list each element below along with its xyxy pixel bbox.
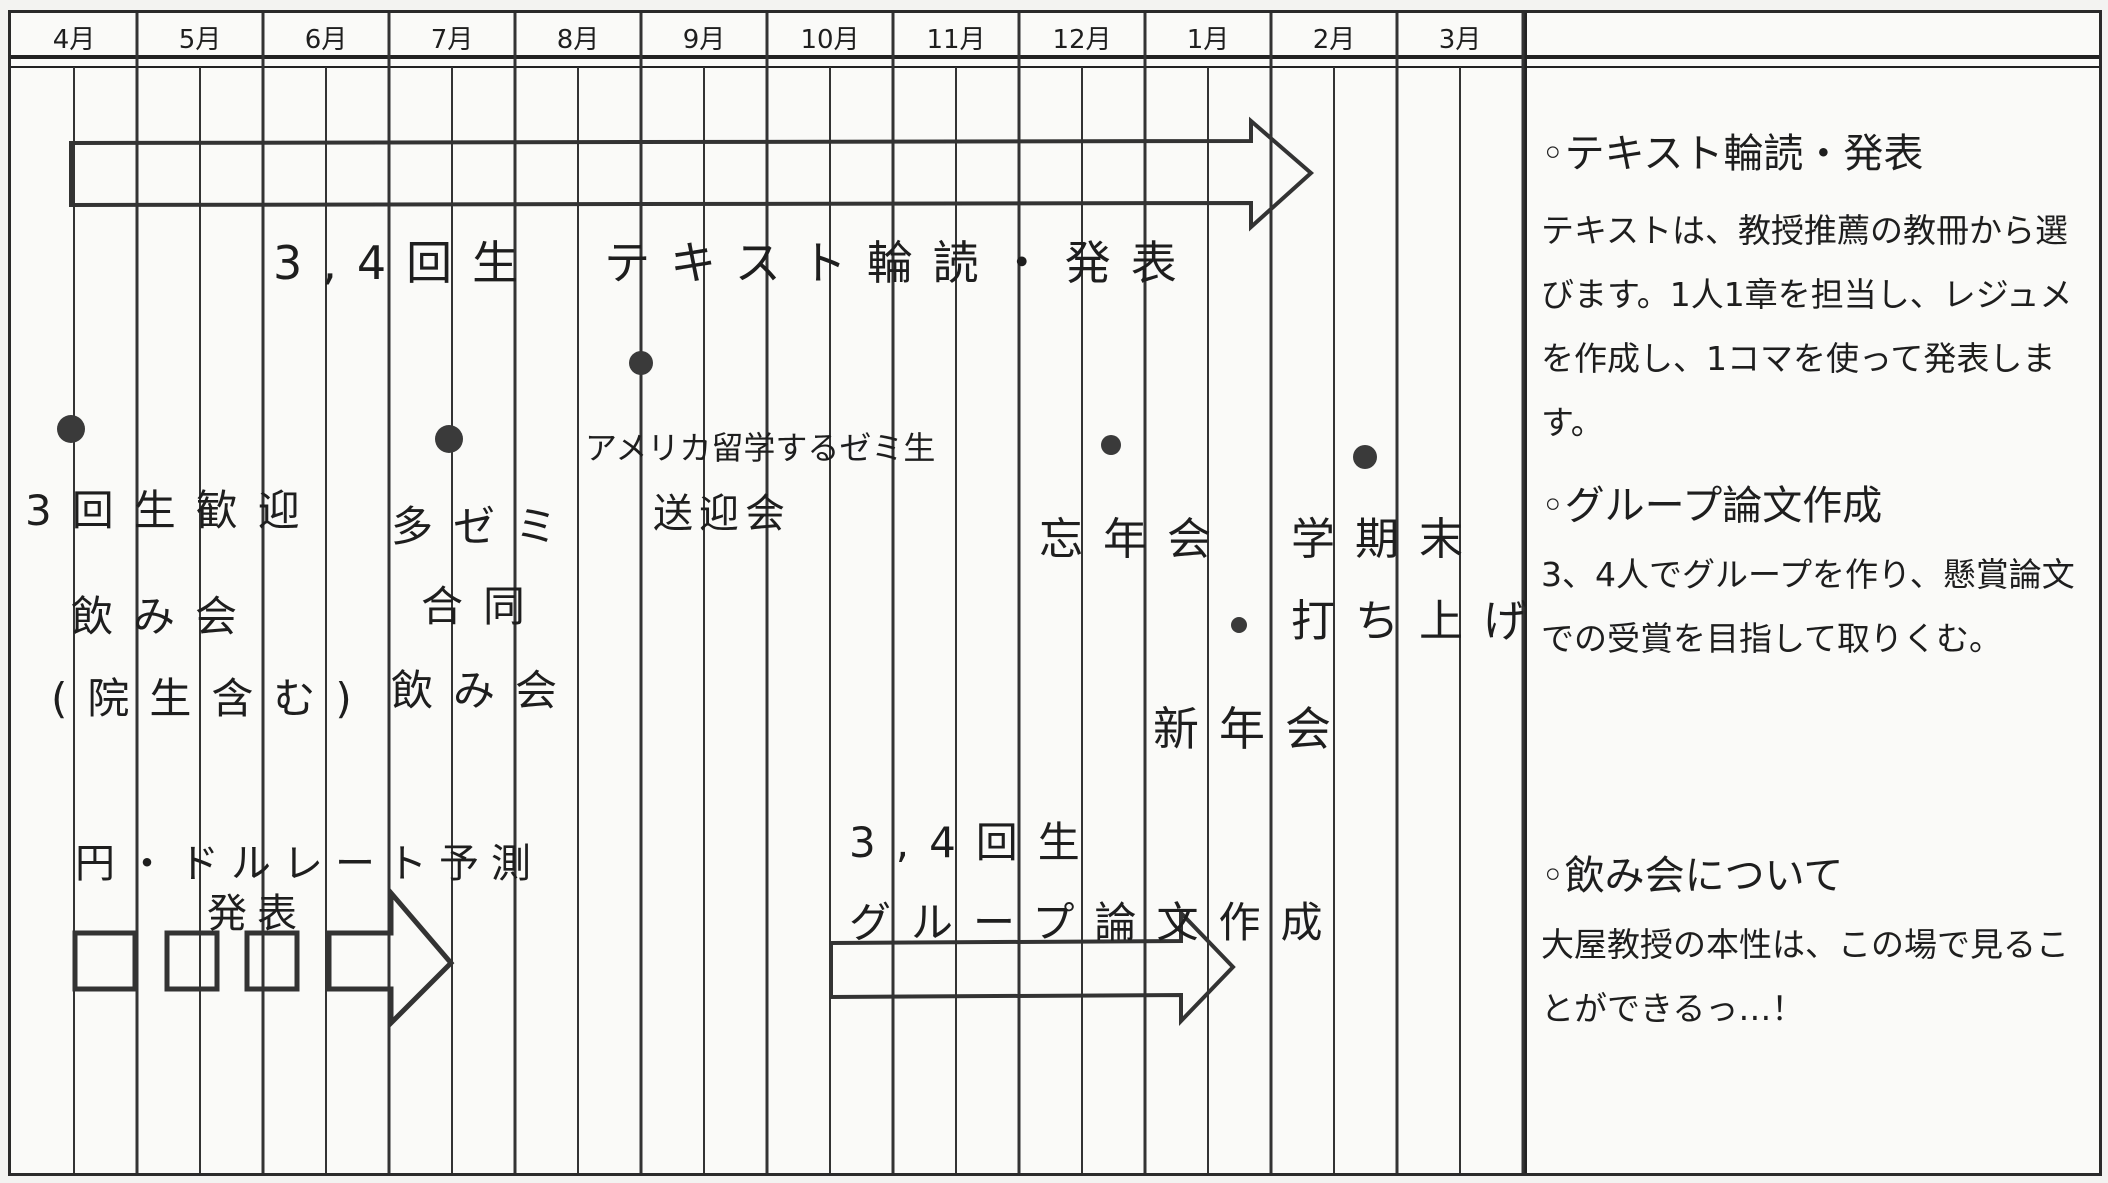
multi-seminar-line-1: 多ゼミ (391, 502, 578, 551)
semester-end-line-1: 学期末 (1291, 514, 1483, 565)
event-dot (629, 351, 653, 375)
note-body-text-reading: テキストは、教授推薦の教冊から選びます。1人1章を担当し、レジュメを作成し、1コ… (1541, 211, 2073, 442)
welcome-line-3: (院生含む) (51, 674, 372, 723)
note-title-drinking-party: ◦飲み会について (1541, 853, 1844, 899)
yen-forecast-line-2: 発表 (207, 891, 307, 937)
study-abroad-line-2: 送迎会 (653, 491, 791, 537)
group-thesis-line-1: 3,4回生 (849, 818, 1100, 867)
month-label: 9月 (682, 25, 726, 55)
event-dot (1101, 435, 1121, 455)
month-label: 7月 (430, 25, 474, 55)
month-label: 8月 (556, 25, 600, 55)
year-end-party: 忘年会 (1039, 514, 1231, 565)
yen-forecast-line-1: 円・ドルレート予測 (75, 841, 543, 887)
group-thesis-arrow (829, 908, 1236, 1026)
month-label: 3月 (1438, 25, 1482, 55)
note-body-drinking-party: 大屋教授の本性は、この場で見ることができるっ…！ (1541, 925, 2069, 1028)
forecast-boxes (72, 886, 455, 1030)
multi-seminar-line-3: 飲み会 (391, 666, 578, 715)
note-body-group-thesis: 3、4人でグループを作り、懸賞論文での受賞を目指して取りくむ。 (1541, 555, 2075, 658)
text-reading-label: 3,4回生 テキスト輪読・発表 (273, 236, 1197, 290)
semester-end-line-2: 打ち上げ (1291, 596, 1547, 647)
month-label: 4月 (52, 25, 96, 55)
month-label: 12月 (1052, 25, 1112, 55)
study-abroad-line-1: アメリカ留学するゼミ生 (585, 429, 936, 467)
welcome-line-2: 飲み会 (71, 592, 258, 641)
event-dot (1353, 445, 1377, 469)
note-title-group-thesis: ◦グループ論文作成 (1541, 483, 1883, 529)
note-title-text-reading: ◦テキスト輪読・発表 (1541, 131, 1924, 177)
multi-seminar-line-2: 合同 (421, 582, 546, 631)
month-label: 10月 (800, 25, 860, 55)
event-dot (57, 415, 85, 443)
new-year-party: 新年会 (1153, 702, 1351, 756)
text-reading-arrow (69, 116, 1315, 232)
seminar-schedule-sheet: 4月 5月 6月 7月 8月 9月 10月 11月 12月 1月 2月 3月 3,4回生 テキスト輪読… (8, 10, 2102, 1176)
welcome-line-1: 3回生歓迎 (25, 486, 320, 535)
schedule-grid (11, 13, 2099, 1173)
group-thesis-line-2: グループ論文作成 (849, 898, 1343, 947)
event-dot (435, 425, 463, 453)
month-label: 5月 (178, 25, 222, 55)
month-label: 1月 (1186, 25, 1230, 55)
month-label: 6月 (304, 25, 348, 55)
month-label: 11月 (926, 25, 986, 55)
month-label: 2月 (1312, 25, 1356, 55)
event-dot (1231, 617, 1247, 633)
